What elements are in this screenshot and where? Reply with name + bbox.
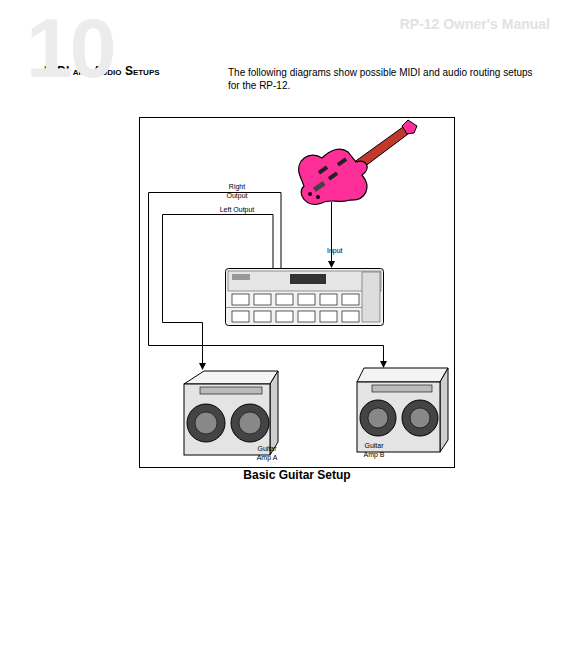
speaker-cone (368, 408, 388, 428)
figure-caption: Basic Guitar Setup (139, 468, 455, 482)
amp-cabinet: Guitar Amp A (182, 368, 279, 460)
footswitch (232, 311, 249, 322)
chapter-number: 10 (26, 6, 113, 90)
control-panel (228, 271, 381, 291)
arrowhead (199, 363, 206, 370)
logo (232, 274, 250, 280)
guitar-headstock (402, 120, 417, 134)
footswitch (276, 294, 293, 305)
amp-b (357, 368, 448, 452)
speaker (231, 404, 269, 442)
diagram-frame (140, 118, 455, 468)
speaker (187, 404, 225, 442)
footswitch (342, 294, 359, 305)
knob (316, 195, 320, 199)
amp-front (184, 384, 270, 455)
intro-paragraph: The following diagrams show possible MID… (228, 66, 546, 92)
footswitch (342, 311, 359, 322)
right-output-cable (149, 193, 384, 363)
pedal-chassis (226, 269, 384, 326)
speaker-cone (195, 412, 217, 434)
knob (308, 192, 312, 196)
divider (226, 307, 362, 308)
pickup (318, 165, 328, 174)
cable-label: Input (327, 247, 357, 254)
bridge (313, 181, 326, 192)
footswitch (276, 311, 293, 322)
pickup (337, 157, 347, 166)
amp-side (270, 371, 278, 455)
footswitch (298, 311, 315, 322)
footswitch (298, 294, 315, 305)
arrowhead (328, 261, 335, 268)
amp-top (357, 368, 448, 382)
amp-top (184, 371, 278, 384)
led-display (290, 274, 326, 284)
speaker-cone (239, 412, 261, 434)
cables (149, 193, 384, 365)
running-header: RP-12 Owner's Manual (350, 16, 550, 32)
arrowhead (380, 361, 387, 368)
cable-label: Right Output (219, 182, 255, 201)
footswitch (320, 294, 337, 305)
speaker-cone (410, 408, 430, 428)
amp-cabinet: Guitar Amp B (353, 366, 449, 458)
control-strip (372, 385, 432, 392)
guitar-body (299, 149, 367, 204)
footswitch (232, 294, 249, 305)
cable-label: Left Output (219, 205, 255, 214)
control-strip (200, 387, 262, 394)
amp-a (184, 371, 278, 455)
amp-side (440, 368, 448, 452)
amp-label: Guitar Amp A (254, 444, 280, 462)
amp-label: Guitar Amp B (361, 441, 387, 459)
speaker (402, 400, 438, 436)
footswitch (254, 311, 271, 322)
expression-pedal (362, 272, 380, 322)
footswitch (320, 311, 337, 322)
cable-arrowheads (199, 261, 387, 370)
pickup (328, 171, 338, 180)
footswitch (254, 294, 271, 305)
footswitches (232, 294, 359, 322)
guitar (299, 120, 417, 204)
speaker (360, 400, 396, 436)
rp12-pedalboard (226, 269, 384, 326)
amp-front (357, 382, 440, 452)
